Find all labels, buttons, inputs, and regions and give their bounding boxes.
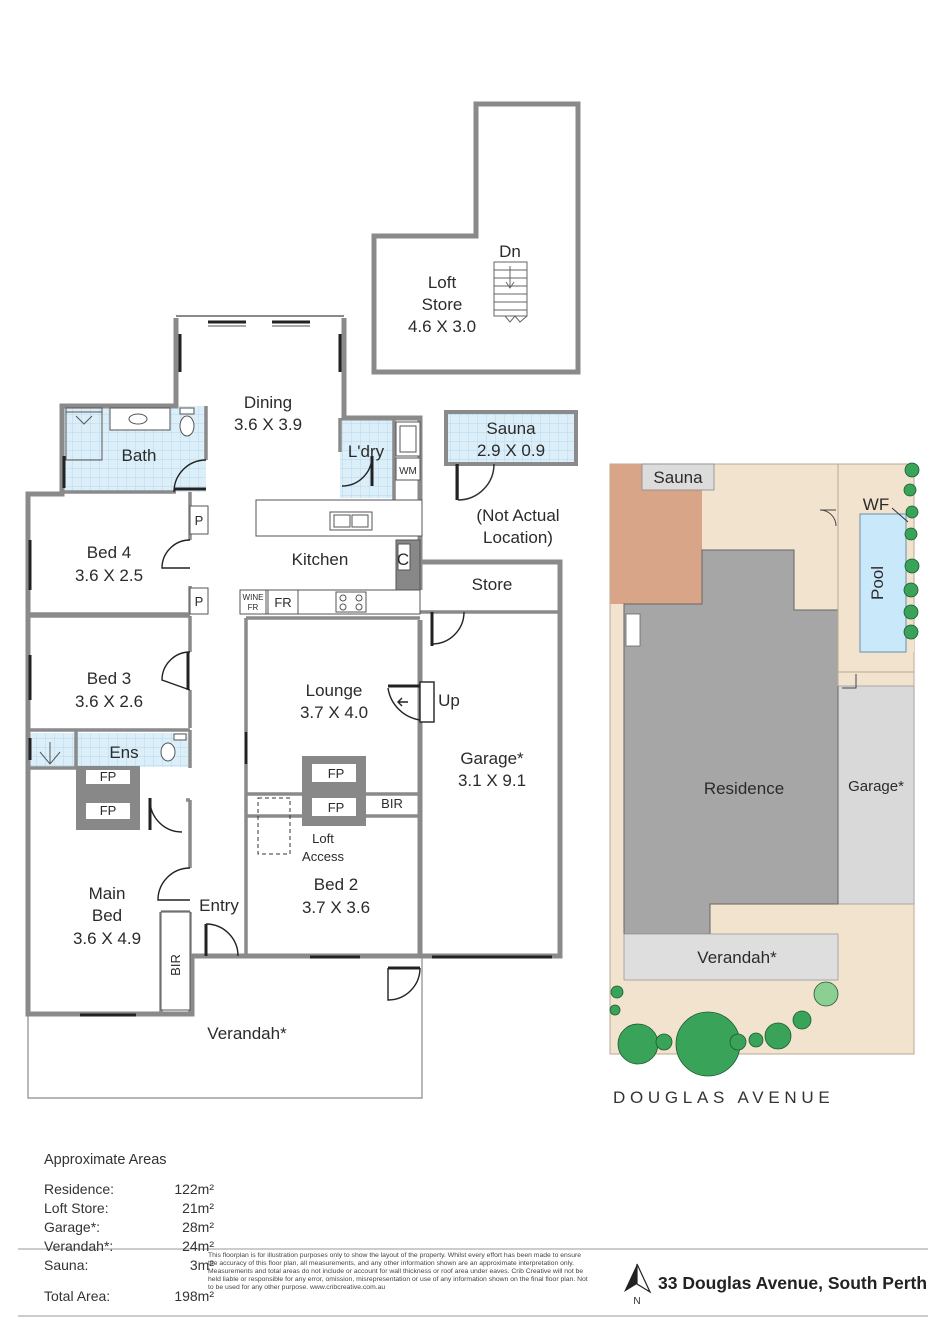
loft-name-line2: Store xyxy=(422,295,463,314)
approximate-areas-table: Approximate Areas Residence: 122m² Loft S… xyxy=(44,1152,214,1306)
cupboard-label: C xyxy=(397,550,409,569)
bed3-name: Bed 3 xyxy=(87,669,131,688)
site-pool-label: Pool xyxy=(868,566,887,600)
area-label: Loft Store: xyxy=(44,1200,109,1216)
sauna-name: Sauna xyxy=(486,419,536,438)
area-label: Sauna: xyxy=(44,1257,89,1273)
bed-fireplace-label: FP xyxy=(100,803,117,818)
area-row: Verandah*: 24m² xyxy=(44,1237,214,1256)
fridge-label: FR xyxy=(274,595,291,610)
area-row: Garage*: 28m² xyxy=(44,1218,214,1237)
bed2-fireplace-label: FP xyxy=(328,800,345,815)
loft-name-line1: Loft xyxy=(428,273,457,292)
main-bed-bir-label: BIR xyxy=(168,954,183,976)
main-house: FP FP FP FP xyxy=(25,315,563,1017)
site-residence-label: Residence xyxy=(704,779,784,798)
street-name: DOUGLAS AVENUE xyxy=(613,1088,835,1107)
wine-fridge-label-line2: FR xyxy=(248,603,259,612)
area-value: 24m² xyxy=(182,1238,214,1254)
area-value: 28m² xyxy=(182,1219,214,1235)
sauna-room: Sauna 2.9 X 0.9 (Not Actual Location) xyxy=(444,410,578,547)
total-area-row: Total Area: 198m² xyxy=(44,1287,214,1306)
site-garage-label: Garage* xyxy=(848,778,904,795)
site-verandah-label: Verandah* xyxy=(697,948,777,967)
kitchen-name: Kitchen xyxy=(292,550,349,569)
loft-access-line2: Access xyxy=(302,849,344,864)
laundry-name: L'dry xyxy=(348,442,385,461)
pantry-label-lower: P xyxy=(195,594,204,609)
loft-dimensions: 4.6 X 3.0 xyxy=(408,317,476,336)
wine-fridge-label-line1: WINE xyxy=(243,593,264,602)
verandah: Verandah* xyxy=(27,956,423,1099)
fireplaces xyxy=(76,756,366,830)
garage-dimensions: 3.1 X 9.1 xyxy=(458,771,526,790)
loft-access-hatch xyxy=(257,797,291,855)
bed2-dimensions: 3.7 X 3.6 xyxy=(302,898,370,917)
area-row: Sauna: 3m² xyxy=(44,1256,214,1275)
bed4-dimensions: 3.6 X 2.5 xyxy=(75,566,143,585)
site-trees xyxy=(609,462,920,1077)
area-value: 3m² xyxy=(189,1257,214,1273)
main-bed-dimensions: 3.6 X 4.9 xyxy=(73,929,141,948)
loft-stairs xyxy=(493,261,528,323)
site-wf-label: WF xyxy=(863,495,889,514)
stairs-up-label: Up xyxy=(438,691,460,710)
area-label: Garage*: xyxy=(44,1219,101,1235)
total-area-value: 198m² xyxy=(174,1288,214,1304)
washing-machine-label: WM xyxy=(399,466,417,477)
loft-access-line1: Loft xyxy=(312,831,334,846)
garage-name: Garage* xyxy=(460,749,524,768)
bed2-name: Bed 2 xyxy=(314,875,358,894)
loft-dn-label: Dn xyxy=(499,242,521,261)
loft-store: Dn Loft Store 4.6 X 3.0 xyxy=(371,101,581,375)
area-value: 21m² xyxy=(182,1200,214,1216)
ensuite-fireplace-label: FP xyxy=(100,769,117,784)
area-row: Residence: 122m² xyxy=(44,1180,214,1199)
bed2-bir-label: BIR xyxy=(381,796,403,811)
area-value: 122m² xyxy=(174,1181,214,1197)
ensuite-name: Ens xyxy=(109,743,138,762)
property-address: 33 Douglas Avenue, South Perth xyxy=(658,1273,928,1293)
bed3-dimensions: 3.6 X 2.6 xyxy=(75,692,143,711)
areas-title: Approximate Areas xyxy=(44,1152,167,1168)
area-row: Loft Store: 21m² xyxy=(44,1199,214,1218)
site-plan: Sauna WF Pool Residence Garage* Verandah… xyxy=(609,462,920,1077)
sauna-dimensions: 2.9 X 0.9 xyxy=(477,441,545,460)
bath-name: Bath xyxy=(122,446,157,465)
dining-dimensions: 3.6 X 3.9 xyxy=(234,415,302,434)
north-label: N xyxy=(633,1296,640,1307)
main-bed-name-line2: Bed xyxy=(92,906,122,925)
dining-name: Dining xyxy=(244,393,292,412)
area-label: Verandah*: xyxy=(44,1238,114,1254)
sauna-note-line1: (Not Actual xyxy=(476,506,559,525)
total-area-label: Total Area: xyxy=(44,1288,111,1304)
verandah-name: Verandah* xyxy=(207,1024,287,1043)
area-label: Residence: xyxy=(44,1181,115,1197)
bed4-name: Bed 4 xyxy=(87,543,131,562)
sauna-note-line2: Location) xyxy=(483,528,553,547)
north-arrow-icon: N xyxy=(624,1263,652,1307)
main-bed-name-line1: Main xyxy=(89,884,126,903)
site-sauna-label: Sauna xyxy=(653,468,703,487)
lounge-name: Lounge xyxy=(306,681,363,700)
store-name: Store xyxy=(472,575,513,594)
entry-name: Entry xyxy=(199,896,239,915)
lounge-dimensions: 3.7 X 4.0 xyxy=(300,703,368,722)
pantry-label-upper: P xyxy=(195,513,204,528)
lounge-fireplace-label: FP xyxy=(328,766,345,781)
disclaimer-text: This floorplan is for illustration purpo… xyxy=(208,1252,588,1291)
